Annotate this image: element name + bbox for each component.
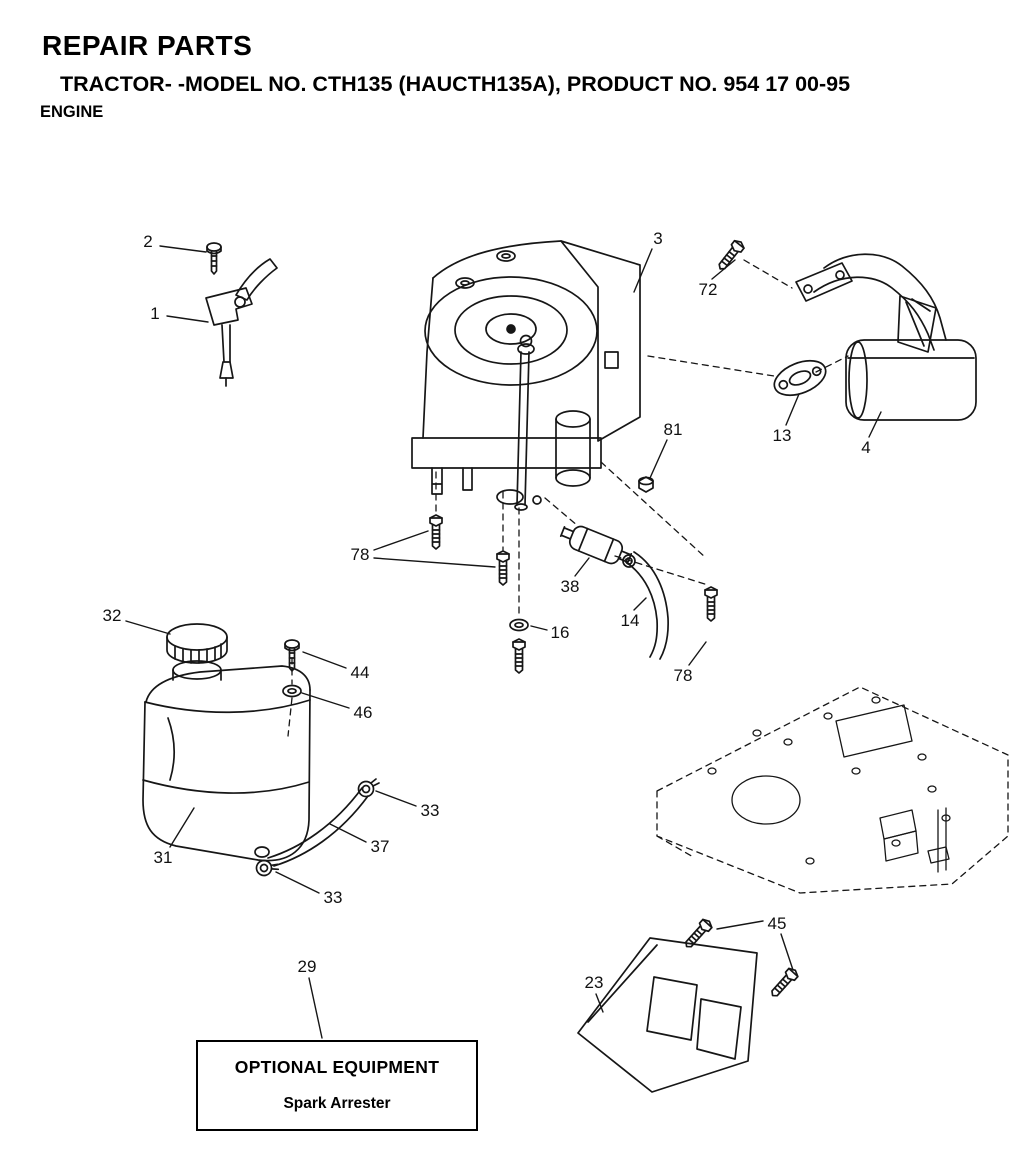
- optional-equipment-subtitle: Spark Arrester: [283, 1095, 391, 1112]
- bolt-45-right-drawing: [767, 965, 801, 1001]
- construction-lines: [287, 259, 849, 737]
- part-label-23: 23: [584, 973, 604, 992]
- bolt-under-16-drawing: [512, 638, 526, 674]
- fuel-line-37-drawing: [267, 787, 369, 867]
- part-label-38: 38: [560, 577, 580, 596]
- part-label-78-a: 78: [350, 545, 370, 564]
- muffler-drawing: [714, 237, 977, 421]
- part-label-3: 3: [653, 229, 663, 248]
- fuel-tank-drawing: [142, 623, 311, 862]
- washer-46-drawing: [282, 684, 302, 698]
- fuel-line-14-drawing: [625, 551, 669, 660]
- bolt-78-mid-drawing: [496, 550, 510, 586]
- part-label-33-b: 33: [323, 888, 343, 907]
- section-label: ENGINE: [40, 103, 104, 121]
- part-label-46: 46: [353, 703, 373, 722]
- part-label-13: 13: [772, 426, 792, 445]
- part-label-29: 29: [297, 957, 317, 976]
- optional-equipment-box: OPTIONAL EQUIPMENT Spark Arrester: [196, 1040, 478, 1131]
- part-label-1: 1: [150, 304, 160, 323]
- part-label-4: 4: [861, 438, 871, 457]
- part-label-81: 81: [663, 420, 683, 439]
- part-label-78-b: 78: [673, 666, 693, 685]
- part-label-31: 31: [153, 848, 173, 867]
- optional-equipment-title: OPTIONAL EQUIPMENT: [234, 1057, 440, 1077]
- leader-lines: [125, 245, 882, 1039]
- part-label-72: 72: [698, 280, 718, 299]
- page-title: REPAIR PARTS: [42, 30, 253, 61]
- heat-shield-drawing: [577, 937, 758, 1093]
- part-label-37: 37: [370, 837, 390, 856]
- part-label-33-a: 33: [420, 801, 440, 820]
- part-label-45: 45: [767, 914, 787, 933]
- part-label-32: 32: [102, 606, 122, 625]
- part-label-2: 2: [143, 232, 153, 251]
- washer-16-drawing: [509, 618, 529, 632]
- exhaust-gasket-drawing: [773, 359, 827, 397]
- bolt-78-left-drawing: [429, 514, 443, 550]
- throttle-control-drawing: [205, 242, 278, 387]
- panel-holes: [707, 696, 951, 865]
- model-line: TRACTOR- -MODEL NO. CTH135 (HAUCTH135A),…: [60, 72, 851, 96]
- nut-81-drawing: [638, 476, 654, 493]
- part-label-44: 44: [350, 663, 370, 682]
- bolt-78-right-drawing: [704, 586, 718, 622]
- engine-drawing: [411, 240, 641, 511]
- frame-panel-drawing: [656, 686, 1009, 894]
- part-label-14: 14: [620, 611, 640, 630]
- part-label-16: 16: [550, 623, 570, 642]
